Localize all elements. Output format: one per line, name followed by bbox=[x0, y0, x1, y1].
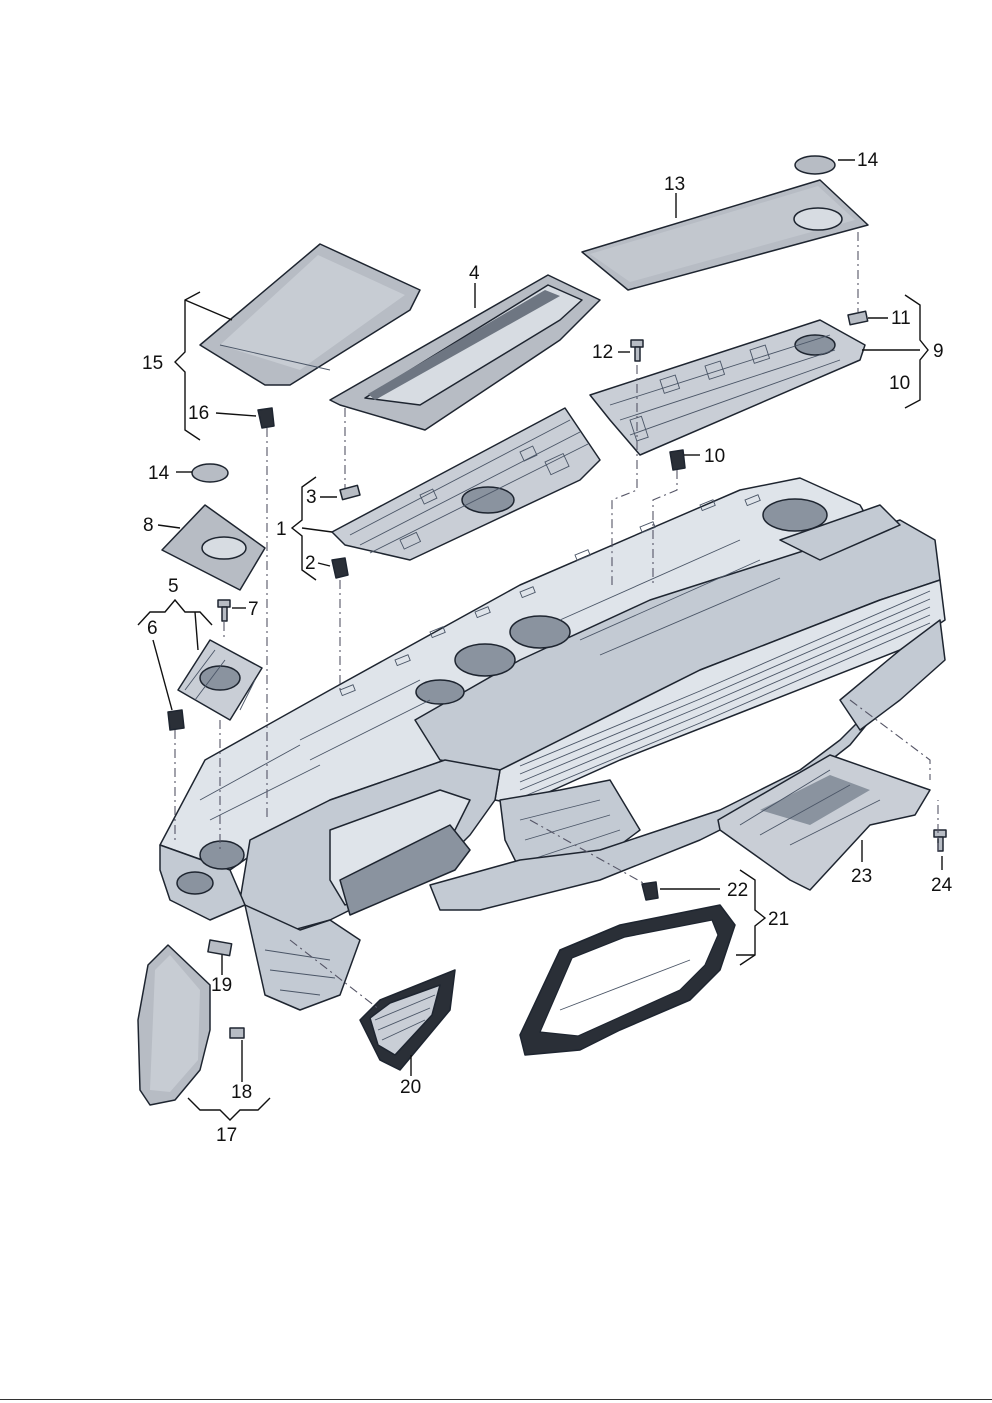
callout-3: 3 bbox=[306, 487, 317, 508]
callout-8: 8 bbox=[143, 515, 154, 536]
callout-2: 2 bbox=[305, 553, 316, 574]
callout-12: 12 bbox=[592, 342, 613, 363]
callout-9: 9 bbox=[933, 341, 944, 362]
part-1-center-bracket bbox=[331, 407, 601, 561]
callout-11: 11 bbox=[891, 308, 911, 329]
part-24-screw bbox=[933, 829, 947, 852]
part-22-clip bbox=[641, 881, 659, 901]
part-18-clip bbox=[229, 1027, 245, 1039]
part-6-clip bbox=[167, 709, 185, 731]
part-19-clip bbox=[207, 939, 233, 957]
part-3-clip bbox=[339, 484, 361, 501]
part-14-ring-upper bbox=[794, 155, 836, 175]
callout-14-upper: 14 bbox=[857, 150, 879, 171]
assembly-lines bbox=[174, 232, 939, 1011]
callout-21: 21 bbox=[768, 909, 789, 930]
callout-14-left: 14 bbox=[148, 463, 170, 484]
part-17-side-panel bbox=[137, 944, 211, 1106]
part-11-clip bbox=[847, 310, 869, 326]
part-21-instrument-bezel bbox=[519, 904, 736, 1056]
part-8-trim-cover bbox=[161, 504, 266, 591]
part-7-screw bbox=[217, 599, 231, 622]
part-9-bracket-right bbox=[589, 319, 866, 456]
part-15-top-cover-left bbox=[199, 243, 421, 386]
callout-10-clip: 10 bbox=[704, 446, 725, 467]
part-10-clip bbox=[669, 449, 686, 471]
part-16-clip bbox=[257, 407, 275, 429]
callout-23: 23 bbox=[851, 866, 872, 887]
callout-20: 20 bbox=[400, 1077, 421, 1098]
callout-labels: 14 13 4 11 9 10 12 15 16 10 14 3 1 8 2 5… bbox=[142, 150, 953, 1146]
callout-4: 4 bbox=[469, 263, 480, 284]
part-23-bracket bbox=[717, 754, 931, 891]
callout-5: 5 bbox=[168, 576, 179, 597]
part-14-ring-left bbox=[191, 463, 229, 483]
part-5-bracket-left bbox=[177, 639, 263, 721]
callout-7: 7 bbox=[248, 599, 259, 620]
part-20-air-vent bbox=[359, 969, 456, 1071]
callout-1: 1 bbox=[276, 519, 287, 540]
callout-10-bracket: 10 bbox=[889, 373, 910, 394]
callout-16: 16 bbox=[188, 403, 209, 424]
leader-lines bbox=[137, 159, 943, 1121]
callout-13: 13 bbox=[664, 174, 685, 195]
callout-24: 24 bbox=[931, 875, 953, 896]
page-bottom-rule bbox=[0, 1399, 992, 1400]
part-2-clip bbox=[331, 557, 349, 579]
callout-17: 17 bbox=[216, 1125, 237, 1146]
callout-18: 18 bbox=[231, 1082, 252, 1103]
callout-22: 22 bbox=[727, 880, 748, 901]
dashboard-body bbox=[159, 477, 946, 1011]
callout-19: 19 bbox=[211, 975, 232, 996]
callout-6: 6 bbox=[147, 618, 158, 639]
part-4-top-cover-center bbox=[329, 274, 601, 431]
part-13-top-cover-right bbox=[581, 179, 869, 291]
part-12-screw bbox=[630, 339, 644, 362]
callout-15: 15 bbox=[142, 353, 163, 374]
